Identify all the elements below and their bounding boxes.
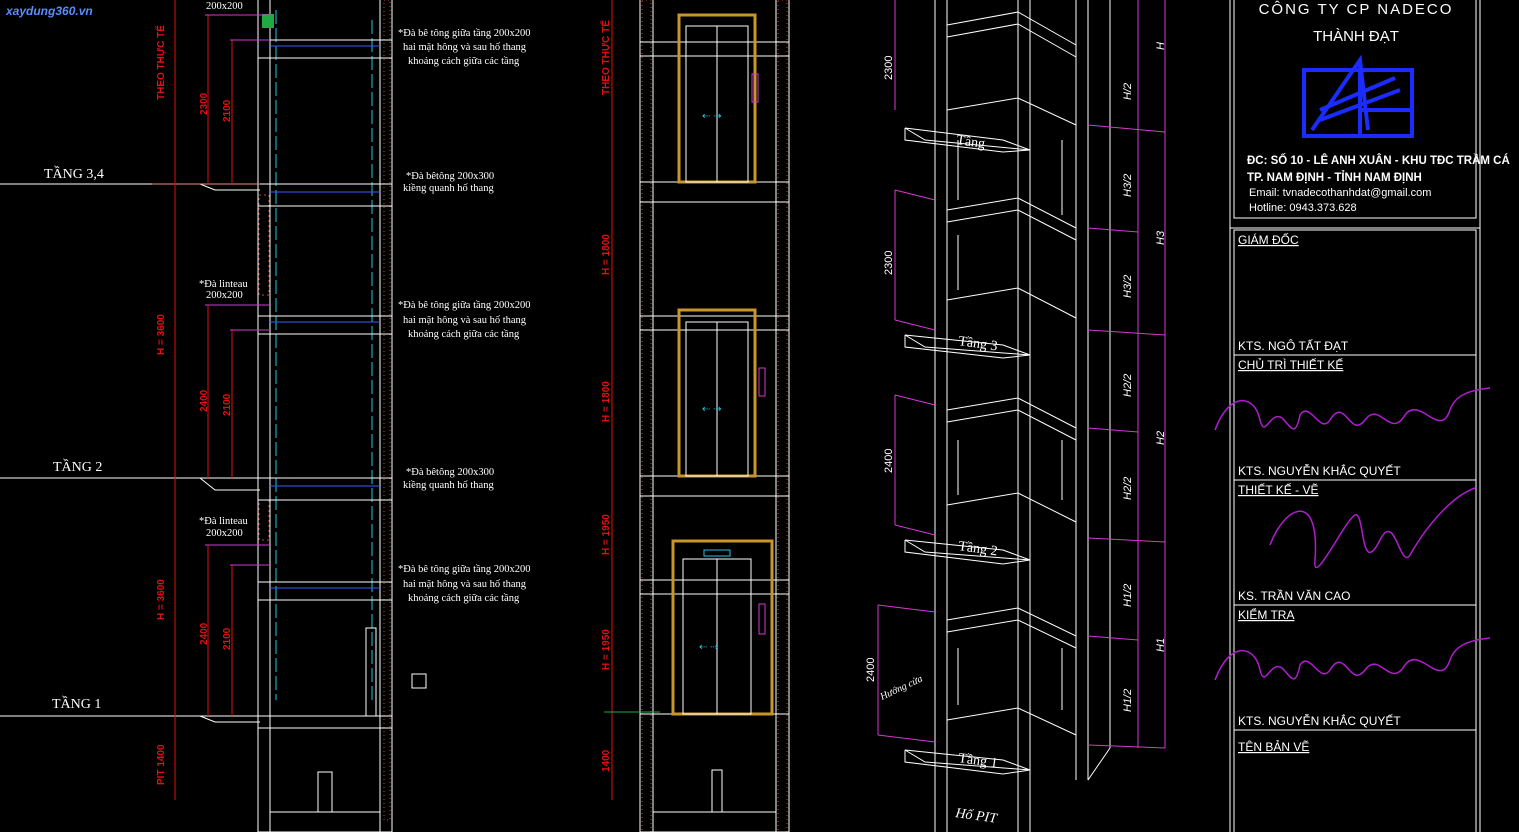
- beam-note-a: *Đà bê tông giữa tầng 200x200 hai mặt hô…: [398, 28, 531, 67]
- company-name-line2: THÀNH ĐẠT: [1313, 28, 1399, 45]
- signature-2: [1269, 487, 1476, 569]
- iso-floor-label-1: Tầng 1: [957, 751, 998, 771]
- watermark: xaydung360.vn: [6, 4, 93, 18]
- dim-2100-b: 2100: [222, 393, 233, 416]
- iso-dim-2300-b: 2300: [883, 251, 895, 275]
- iso-dim-h: H: [1155, 42, 1167, 50]
- beam-note-d: *Đà bêtông 200x300 kiềng quanh hố thang: [403, 467, 494, 491]
- dim-pit-1400: PIT 1400: [156, 744, 167, 785]
- svg-text:*Đà bê tông giữa tầng 200x200: *Đà bê tông giữa tầng 200x200: [398, 564, 531, 575]
- iso-dims-left: [877, 0, 936, 743]
- iso-dims-right: [1087, 0, 1166, 749]
- hotline-line: Hotline: 0943.373.628: [1249, 202, 1357, 214]
- pit-label: Hố PIT: [953, 806, 998, 827]
- address-line1: ĐC: SỐ 10 - LÊ ANH XUÂN - KHU TĐC TRẦM C…: [1247, 153, 1510, 167]
- dim-theo-thuc-te-left: THEO THỰC TẾ: [154, 25, 167, 100]
- floor-label-1: TẦNG 1: [52, 695, 101, 712]
- mid-section: ⇠ ⇢ ⇠ ⇢ ⇠ ⇢: [604, 0, 790, 832]
- email-line: Email: tvnadecothanhdat@gmail.com: [1249, 187, 1431, 199]
- floor-label-2: TẦNG 2: [53, 458, 102, 475]
- lintel-note-1: *Đà linteau: [199, 279, 248, 290]
- svg-text:⇠ ⇢: ⇠ ⇢: [699, 642, 719, 653]
- svg-text:kiềng quanh hố thang: kiềng quanh hố thang: [403, 183, 494, 194]
- dim-2100-c: 2100: [222, 627, 233, 650]
- svg-text:hai mặt hông và sau hố thang: hai mặt hông và sau hố thang: [403, 42, 527, 53]
- iso-dim-h3: H3: [1155, 230, 1167, 245]
- iso-dim-h1-half-a: H1/2: [1122, 584, 1134, 607]
- iso-dim-2300-a: 2300: [883, 56, 895, 80]
- iso-dim-h-half: H/2: [1122, 83, 1134, 100]
- beam-note-e: *Đà bê tông giữa tầng 200x200 hai mặt hô…: [398, 564, 531, 604]
- floor-label-3-4: TẦNG 3,4: [44, 165, 104, 182]
- dim-h-1800-a: H = 1800: [601, 234, 612, 275]
- role-checker: KIỂM TRA: [1238, 607, 1294, 622]
- svg-text:hai mặt hông và sau hố thang: hai mặt hông và sau hố thang: [403, 315, 527, 326]
- role-lead-designer: CHỦ TRÌ THIẾT KẾ: [1238, 357, 1343, 372]
- dim-2400-a: 2400: [199, 389, 210, 412]
- lintel-note-2: *Đà linteau: [199, 516, 248, 527]
- iso-dim-2400-b: 2400: [865, 658, 877, 682]
- iso-dim-h3-half-a: H3/2: [1122, 174, 1134, 197]
- company-name-line1: CÔNG TY CP NADECO: [1259, 1, 1454, 18]
- signature-3: [1214, 637, 1491, 681]
- svg-text:hai mặt hông và sau hố thang: hai mặt hông và sau hố thang: [403, 579, 527, 590]
- name-checker: KTS. NGUYỄN KHẮC QUYẾT: [1238, 713, 1401, 728]
- lintel-size-2: 200x200: [206, 528, 243, 539]
- door-direction-label: Hướng cửa: [878, 674, 925, 704]
- svg-text:*Đà bêtông 200x300: *Đà bêtông 200x300: [406, 467, 494, 478]
- iso-floor-label-2: Tầng 2: [957, 539, 998, 559]
- iso-floor-label-3: Tầng 3: [957, 334, 998, 354]
- name-lead-designer: KTS. NGUYỄN KHẮC QUYẾT: [1238, 463, 1401, 478]
- role-designer: THIẾT KẾ - VẼ: [1238, 482, 1318, 497]
- dim-theo-thuc-te-mid: THEO THỰC TẾ: [599, 20, 612, 95]
- left-section: [0, 0, 427, 832]
- svg-text:khoảng cách giữa các tầng: khoảng cách giữa các tầng: [408, 329, 520, 340]
- svg-text:khoảng cách giữa các tầng: khoảng cách giữa các tầng: [408, 56, 520, 67]
- svg-text:*Đà bê tông giữa tầng 200x200: *Đà bê tông giữa tầng 200x200: [398, 300, 531, 311]
- iso-floor-label-top: Tầng: [955, 133, 986, 152]
- dim-h-1950-b: H = 1950: [601, 629, 612, 670]
- dim-h-1800-b: H = 1800: [601, 381, 612, 422]
- svg-text:⇠ ⇢: ⇠ ⇢: [702, 404, 722, 415]
- role-drawing-name: TÊN BẢN VẼ: [1238, 739, 1309, 754]
- dim-2300: 2300: [199, 92, 210, 115]
- dim-h-3600-b: H = 3600: [156, 579, 167, 620]
- name-designer: KS. TRẦN VĂN CAO: [1238, 588, 1350, 603]
- company-logo: [1302, 54, 1414, 138]
- svg-text:⇠ ⇢: ⇠ ⇢: [702, 111, 722, 122]
- beam-note-c: *Đà bê tông giữa tầng 200x200 hai mặt hô…: [398, 300, 531, 340]
- iso-dim-h2-half-a: H2/2: [1122, 374, 1134, 397]
- dim-h-3600-a: H = 3600: [156, 314, 167, 355]
- iso-dim-h3-half-b: H3/2: [1122, 275, 1134, 298]
- iso-dim-h2-half-b: H2/2: [1122, 477, 1134, 500]
- lintel-size-top: 200x200: [206, 1, 243, 12]
- iso-shaft: [904, 0, 1111, 832]
- svg-text:kiềng quanh hố thang: kiềng quanh hố thang: [403, 480, 494, 491]
- svg-text:*Đà bê tông giữa tầng 200x200: *Đà bê tông giữa tầng 200x200: [398, 28, 531, 39]
- dim-2400-b: 2400: [199, 622, 210, 645]
- beam-note-b: *Đà bêtông 200x300 kiềng quanh hố thang: [403, 171, 494, 194]
- title-block: [1229, 0, 1481, 832]
- dim-h-1950-a: H = 1950: [601, 514, 612, 555]
- svg-text:khoảng cách giữa các tầng: khoảng cách giữa các tầng: [408, 593, 520, 604]
- svg-text:*Đà bêtông 200x300: *Đà bêtông 200x300: [406, 171, 494, 182]
- iso-dim-h2: H2: [1155, 431, 1167, 445]
- iso-dim-h1-half-b: H1/2: [1122, 689, 1134, 712]
- signature-1: [1214, 387, 1491, 431]
- role-director: GIÁM ĐỐC: [1238, 232, 1299, 247]
- lintel-size-1: 200x200: [206, 290, 243, 301]
- dim-2100-a: 2100: [222, 99, 233, 122]
- iso-dim-h1: H1: [1155, 638, 1167, 652]
- name-director: KTS. NGÔ TẤT ĐẠT: [1238, 338, 1349, 353]
- iso-dim-2400-a: 2400: [883, 449, 895, 473]
- address-line2: TP. NAM ĐỊNH - TỈNH NAM ĐỊNH: [1247, 171, 1422, 184]
- dim-1400-mid: 1400: [601, 749, 612, 772]
